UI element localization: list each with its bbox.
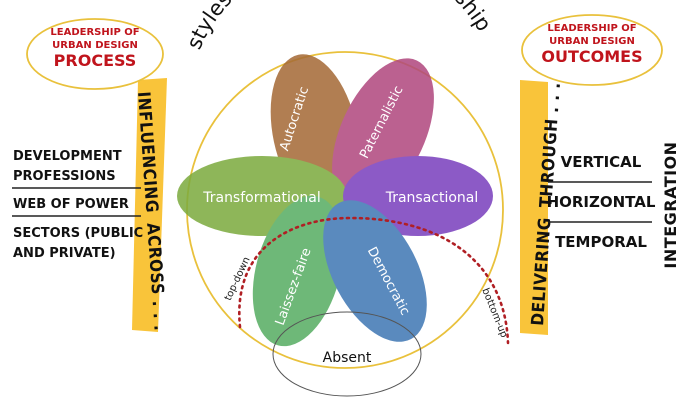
- left-item2: WEB OF POWER: [13, 197, 129, 212]
- dotted-arc: [238, 216, 510, 345]
- left-bar: [132, 78, 167, 332]
- process-line1: LEADERSHIP OF: [50, 27, 139, 38]
- right-item1: VERTICAL: [561, 153, 642, 171]
- bottom-up-label: bottom-up: [479, 287, 509, 340]
- process-line3: PROCESS: [54, 51, 137, 70]
- absent-oval: [272, 311, 422, 397]
- left-item3-line2: AND PRIVATE): [13, 246, 116, 261]
- outcomes-line3: OUTCOMES: [541, 47, 642, 66]
- absent-label: Absent: [323, 350, 372, 366]
- outcomes-line1: LEADERSHIP OF: [547, 23, 636, 34]
- petal-laissez-faire: [252, 195, 344, 347]
- label-transformational: Transformational: [202, 190, 321, 206]
- right-item3: TEMPORAL: [555, 233, 647, 251]
- outcomes-oval: [521, 14, 663, 86]
- left-item1-line2: PROFESSIONS: [13, 169, 116, 184]
- outcomes-line2: URBAN DESIGN: [549, 36, 635, 47]
- integration-label: INTEGRATION: [661, 141, 680, 268]
- right-bar: [520, 80, 548, 335]
- top-down-label: top-down: [223, 255, 253, 302]
- right-item2: HORIZONTAL: [547, 193, 656, 211]
- process-oval: [26, 18, 164, 90]
- diagram-title: styles of urban design leadership: [182, 0, 496, 53]
- label-transactional: Transactional: [385, 190, 479, 206]
- process-line2: URBAN DESIGN: [52, 40, 138, 51]
- petal-democratic: [323, 200, 427, 342]
- left-item1-line1: DEVELOPMENT: [13, 149, 122, 164]
- left-item3-line1: SECTORS (PUBLIC: [13, 226, 143, 241]
